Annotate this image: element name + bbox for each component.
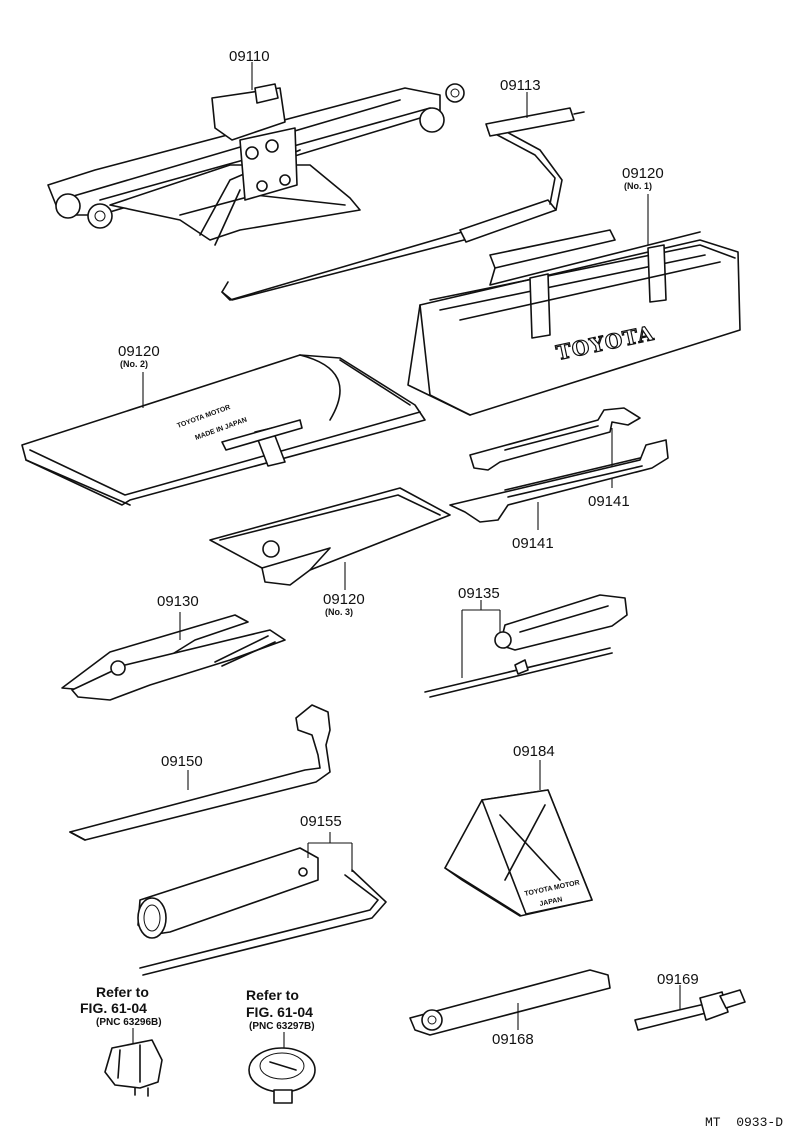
reference-2-line1: Refer to bbox=[246, 987, 299, 1003]
part-number-09169: 09169 bbox=[657, 971, 699, 988]
part-number-09168: 09168 bbox=[492, 1031, 534, 1048]
reference-1-line1: Refer to bbox=[96, 984, 149, 1000]
part-number-09120-no1: 09120 bbox=[622, 165, 664, 182]
ratchet-handle bbox=[409, 969, 611, 1036]
pliers bbox=[61, 612, 286, 701]
part-sub-no3: (No. 3) bbox=[325, 607, 353, 617]
lug-wrench bbox=[69, 704, 331, 841]
open-end-wrench-upper bbox=[469, 407, 641, 488]
part-number-09155: 09155 bbox=[300, 813, 342, 830]
reference-1-line2: FIG. 61-04 bbox=[80, 1000, 147, 1016]
reference-2-line2: FIG. 61-04 bbox=[246, 1004, 313, 1020]
jack-handle bbox=[221, 92, 585, 301]
part-number-09110: 09110 bbox=[229, 48, 270, 65]
part-number-09141-lower: 09141 bbox=[512, 535, 554, 552]
spark-plug-wrench bbox=[137, 832, 387, 976]
part-sub-no2: (No. 2) bbox=[120, 359, 148, 369]
tool-bag-no1: TOYOTA bbox=[407, 194, 741, 416]
chock-imprint-line2: JAPAN bbox=[539, 896, 563, 908]
part-number-09150: 09150 bbox=[161, 753, 203, 770]
part-sub-no1: (No. 1) bbox=[624, 181, 652, 191]
reference-part-1 bbox=[104, 1028, 163, 1097]
tool-roll-no2: TOYOTA MOTOR MADE IN JAPAN bbox=[21, 354, 426, 506]
reference-part-2 bbox=[248, 1032, 316, 1104]
extension-bar bbox=[634, 985, 746, 1031]
part-number-09120-no3: 09120 bbox=[323, 591, 365, 608]
diagram-code: MT 0933-D bbox=[705, 1115, 783, 1130]
reference-1-pnc: (PNC 63296B) bbox=[96, 1017, 162, 1028]
screwdriver bbox=[424, 594, 628, 698]
open-end-wrench-lower bbox=[449, 439, 669, 530]
part-number-09130: 09130 bbox=[157, 593, 199, 610]
part-number-09113: 09113 bbox=[500, 77, 541, 94]
wheel-chock: TOYOTA MOTOR JAPAN bbox=[444, 760, 593, 917]
part-number-09120-no2: 09120 bbox=[118, 343, 160, 360]
part-number-09135: 09135 bbox=[458, 585, 500, 602]
part-number-09141-upper: 09141 bbox=[588, 493, 630, 510]
reference-2-pnc: (PNC 63297B) bbox=[249, 1021, 315, 1032]
scissor-jack bbox=[47, 62, 465, 246]
pouch-no3 bbox=[209, 487, 451, 590]
part-number-09184: 09184 bbox=[513, 743, 555, 760]
